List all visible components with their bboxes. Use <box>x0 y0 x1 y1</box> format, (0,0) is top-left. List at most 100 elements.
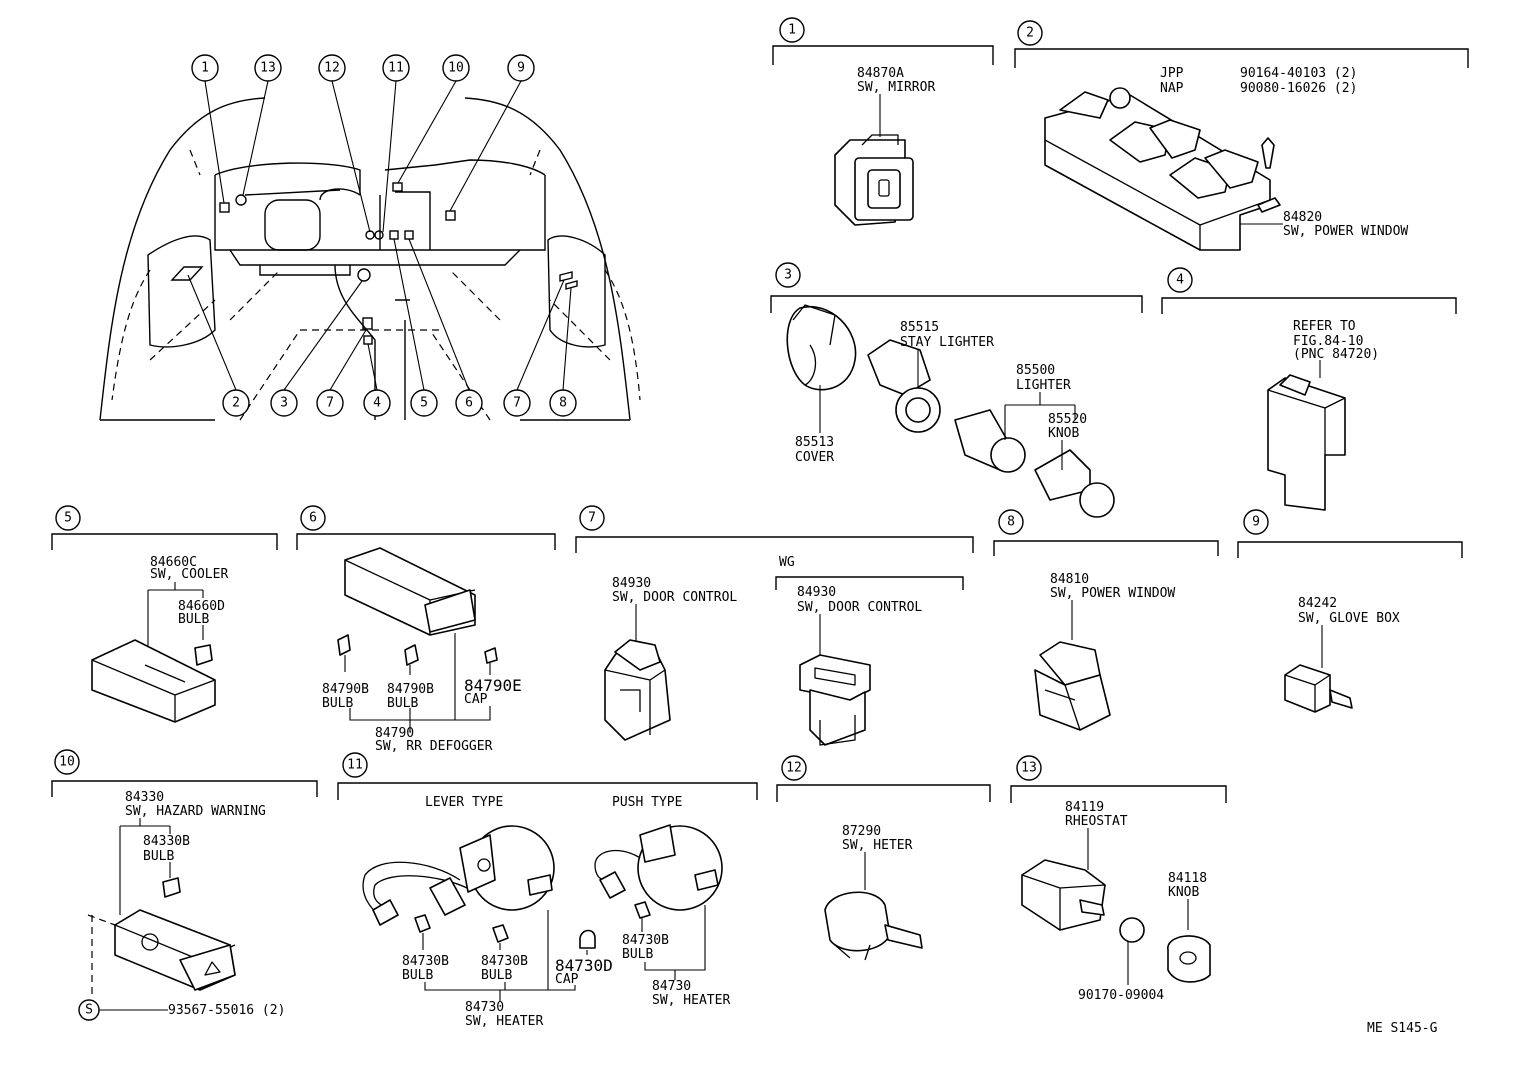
svg-text:12: 12 <box>324 61 340 76</box>
svg-text:84790: 84790 <box>375 726 414 741</box>
svg-text:BULB: BULB <box>402 968 433 983</box>
svg-text:84730D: 84730D <box>555 956 613 975</box>
section-10-hazard-switch: 10 84330 SW, HAZARD WARNING 84330B BULB … <box>51 749 318 1021</box>
svg-text:84790E: 84790E <box>464 676 522 695</box>
svg-text:SW, POWER WINDOW: SW, POWER WINDOW <box>1283 224 1408 239</box>
section-3-cigarette-lighter: 3 85515 STAY LIGHTER 85500 LIGHTER 85520… <box>770 262 1143 518</box>
svg-text:STAY LIGHTER: STAY LIGHTER <box>900 335 994 350</box>
section-8-power-window-switch: 8 84810 SW, POWER WINDOW <box>993 509 1219 731</box>
svg-text:BULB: BULB <box>143 849 174 864</box>
svg-text:BULB: BULB <box>622 947 653 962</box>
svg-text:84790B: 84790B <box>387 682 434 697</box>
svg-text:SW, HEATER: SW, HEATER <box>465 1014 543 1029</box>
svg-text:84730: 84730 <box>465 1000 504 1015</box>
svg-text:85520: 85520 <box>1048 412 1087 427</box>
section-4-refer: 4 REFER TO FIG.84-10 (PNC 84720) <box>1161 267 1457 511</box>
section-5-cooler-switch: 5 84660C SW, COOLER 84660D BULB <box>51 505 278 723</box>
svg-text:KNOB: KNOB <box>1048 426 1079 441</box>
svg-text:1: 1 <box>788 23 796 38</box>
svg-text:85513: 85513 <box>795 435 834 450</box>
section-13-rheostat: 13 84119 RHEOSTAT 90170-09004 84118 KNOB <box>1010 755 1227 1003</box>
svg-text:SW, HAZARD WARNING: SW, HAZARD WARNING <box>125 804 266 819</box>
svg-text:84790B: 84790B <box>322 682 369 697</box>
svg-text:90080-16026 (2): 90080-16026 (2) <box>1240 81 1357 96</box>
svg-text:84730B: 84730B <box>402 954 449 969</box>
svg-text:6: 6 <box>309 511 317 526</box>
svg-text:BULB: BULB <box>322 696 353 711</box>
svg-text:2: 2 <box>1026 26 1034 41</box>
svg-text:84242: 84242 <box>1298 596 1337 611</box>
svg-text:CAP: CAP <box>464 692 488 707</box>
svg-text:7: 7 <box>513 396 521 411</box>
section-9-glove-box-switch: 9 84242 SW, GLOVE BOX <box>1237 509 1463 713</box>
svg-text:NAP: NAP <box>1160 81 1184 96</box>
svg-text:13: 13 <box>1021 761 1037 776</box>
svg-text:11: 11 <box>388 61 404 76</box>
svg-text:84930: 84930 <box>797 585 836 600</box>
svg-text:84930: 84930 <box>612 576 651 591</box>
section-6-defogger-switch: 6 84790B BULB 84790B BULB 84790E CAP 847… <box>296 505 556 754</box>
svg-text:2: 2 <box>232 396 240 411</box>
svg-text:84118: 84118 <box>1168 871 1207 886</box>
svg-text:85515: 85515 <box>900 320 939 335</box>
svg-text:BULB: BULB <box>387 696 418 711</box>
svg-text:(PNC 84720): (PNC 84720) <box>1293 347 1379 362</box>
section-12-heater-switch: 12 87290 SW, HETER <box>776 755 991 961</box>
svg-text:LIGHTER: LIGHTER <box>1016 378 1071 393</box>
section-11-heater-switch: 11 LEVER TYPE PUSH TYPE 84730B BULB 8473… <box>337 752 758 1029</box>
svg-text:JPP: JPP <box>1160 66 1184 81</box>
svg-text:84730: 84730 <box>652 979 691 994</box>
svg-text:PUSH TYPE: PUSH TYPE <box>612 795 682 810</box>
svg-text:11: 11 <box>347 758 363 773</box>
svg-text:84730B: 84730B <box>622 933 669 948</box>
svg-text:84330B: 84330B <box>143 834 190 849</box>
svg-text:84660C: 84660C <box>150 555 197 570</box>
drawing-code: ME S145-G <box>1367 1021 1438 1036</box>
svg-text:84870A: 84870A <box>857 66 904 81</box>
svg-text:87290: 87290 <box>842 824 881 839</box>
svg-text:3: 3 <box>280 396 288 411</box>
svg-text:KNOB: KNOB <box>1168 885 1199 900</box>
svg-text:COVER: COVER <box>795 450 834 465</box>
svg-text:7: 7 <box>326 396 334 411</box>
svg-text:WG: WG <box>779 555 795 570</box>
svg-text:8: 8 <box>559 396 567 411</box>
svg-text:SW, GLOVE BOX: SW, GLOVE BOX <box>1298 611 1400 626</box>
svg-text:84330: 84330 <box>125 790 164 805</box>
svg-text:84119: 84119 <box>1065 800 1104 815</box>
svg-text:SW, DOOR CONTROL: SW, DOOR CONTROL <box>612 590 737 605</box>
svg-text:9: 9 <box>517 61 525 76</box>
svg-text:5: 5 <box>420 396 428 411</box>
svg-text:10: 10 <box>59 755 75 770</box>
svg-text:SW, COOLER: SW, COOLER <box>150 567 228 582</box>
svg-text:SW, POWER WINDOW: SW, POWER WINDOW <box>1050 586 1175 601</box>
dashboard-overview: 1 13 12 11 10 9 2 3 7 4 5 6 7 8 <box>99 54 641 421</box>
section-7-door-control: 7 84930 SW, DOOR CONTROL WG 84930 SW, DO… <box>575 505 974 746</box>
svg-text:85500: 85500 <box>1016 363 1055 378</box>
svg-text:84730B: 84730B <box>481 954 528 969</box>
svg-text:SW, HETER: SW, HETER <box>842 838 913 853</box>
svg-text:3: 3 <box>784 268 792 283</box>
section-2-power-window-master: 2 JPP 90164-40103 (2) NAP 90080-16026 (2… <box>1014 20 1469 251</box>
svg-text:BULB: BULB <box>178 612 209 627</box>
svg-text:SW, DOOR CONTROL: SW, DOOR CONTROL <box>797 600 922 615</box>
svg-text:4: 4 <box>1176 273 1184 288</box>
svg-text:90170-09004: 90170-09004 <box>1078 988 1164 1003</box>
svg-text:84820: 84820 <box>1283 210 1322 225</box>
svg-text:LEVER TYPE: LEVER TYPE <box>425 795 503 810</box>
svg-text:84660D: 84660D <box>178 599 225 614</box>
section-1-mirror-switch: 1 84870A SW, MIRROR <box>772 17 994 226</box>
svg-text:SW, MIRROR: SW, MIRROR <box>857 80 935 95</box>
svg-text:BULB: BULB <box>481 968 512 983</box>
svg-text:S: S <box>85 1003 93 1018</box>
svg-text:6: 6 <box>465 396 473 411</box>
svg-text:93567-55016 (2): 93567-55016 (2) <box>168 1003 285 1018</box>
svg-text:1: 1 <box>201 61 209 76</box>
svg-text:84810: 84810 <box>1050 572 1089 587</box>
svg-text:REFER TO: REFER TO <box>1293 319 1356 334</box>
svg-text:12: 12 <box>786 761 802 776</box>
overview-callouts: 1 13 12 11 10 9 2 3 7 4 5 6 7 8 <box>191 54 577 417</box>
svg-text:9: 9 <box>1252 515 1260 530</box>
svg-text:CAP: CAP <box>555 972 579 987</box>
